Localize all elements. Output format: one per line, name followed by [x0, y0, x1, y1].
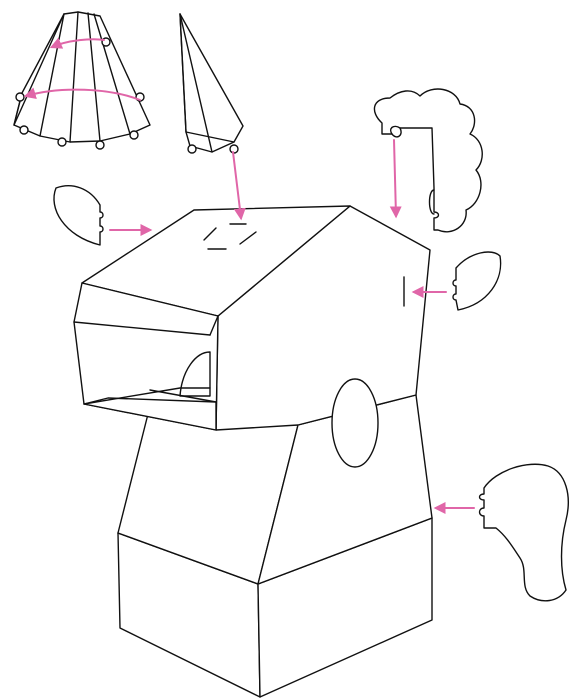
- tail-icon: [478, 463, 569, 602]
- horn-arrow: [232, 151, 246, 221]
- left-ear-icon: [53, 185, 104, 246]
- head-front-rim-2: [209, 315, 219, 336]
- horn-slots: [203, 223, 257, 250]
- fold-arrow-top: [49, 37, 105, 49]
- cloud-arrow: [389, 139, 402, 219]
- tongue-shape: [179, 351, 211, 397]
- box-body: [73, 205, 433, 698]
- cloud-mane-icon: [373, 88, 483, 233]
- fold-arrow-bottom: [23, 87, 141, 101]
- spike-horn-icon: [179, 13, 244, 154]
- mouth-inner-line: [149, 389, 217, 403]
- head-front-rim: [73, 321, 211, 336]
- pleated-cone-icon: [13, 11, 151, 150]
- right-ear-icon: [452, 251, 502, 311]
- side-oval: [331, 378, 379, 468]
- mouth-inner-top: [83, 387, 211, 405]
